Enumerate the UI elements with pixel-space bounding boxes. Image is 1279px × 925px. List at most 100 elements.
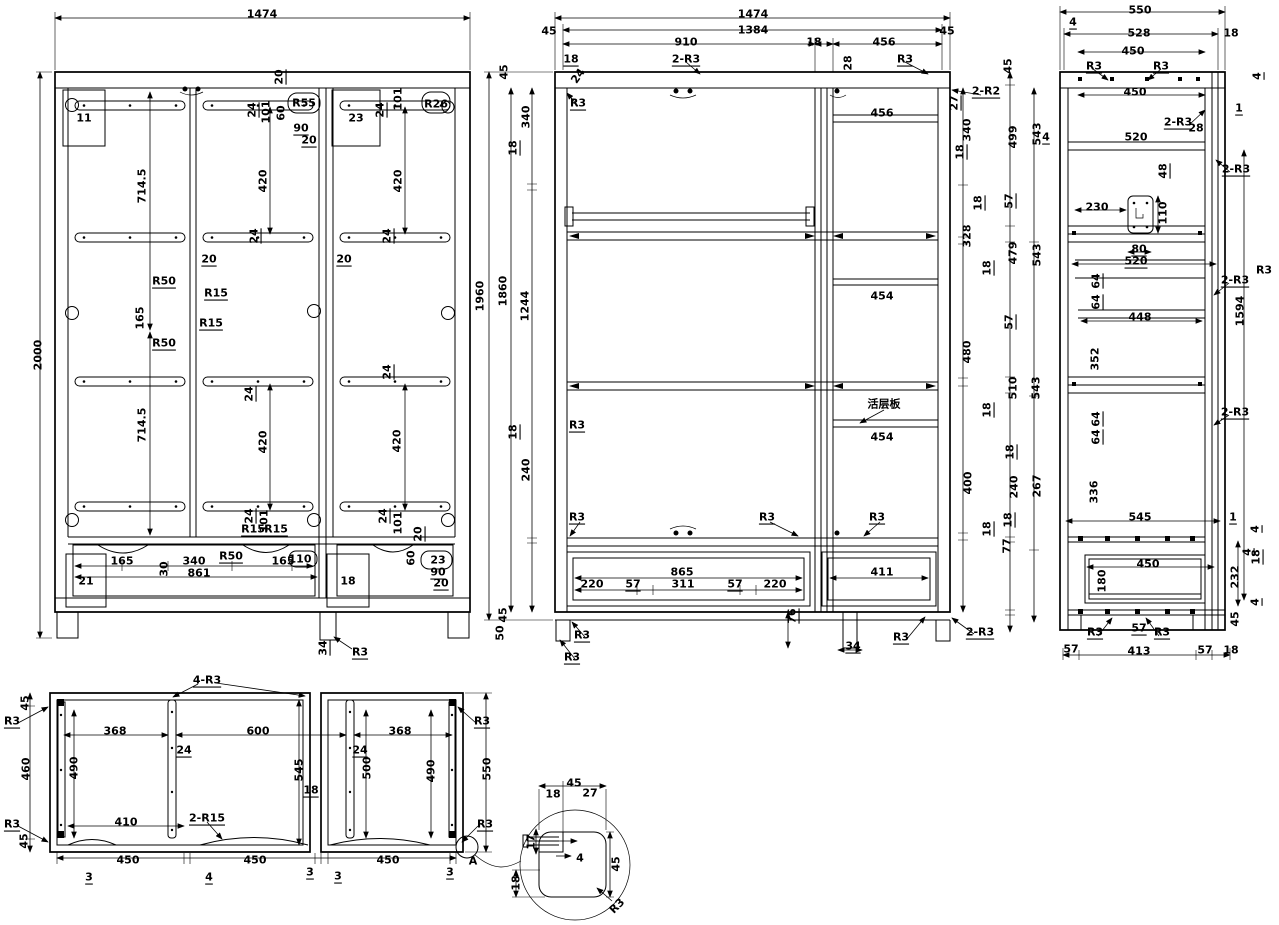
front_view-label: 420 [391,429,404,452]
part-number-box [65,553,107,608]
fixed-shelf-1 [567,231,938,241]
corner-blocks [57,699,456,838]
plan_view-label: 3 [306,866,314,879]
bottom-shelf [567,537,938,547]
side_view-label: 64 [1090,273,1103,289]
plan_view-label: 45 [19,695,32,710]
side_view-label: 450 [1124,86,1147,99]
front_view-label: 20 [433,577,449,590]
side_view-label: 57 [1063,643,1078,656]
front_view-label: 420 [392,169,405,192]
plan_view-label: 3 [334,870,342,883]
side_view-label: 4 [1251,72,1264,80]
scallop-cutouts [67,837,431,846]
detail-circle [519,809,631,921]
internal_view-label: 18 [507,140,520,155]
side_view-label: 57 [1131,622,1146,635]
side_view-label: 80 [1131,243,1147,256]
internal_view-label: 340 [520,105,533,128]
front_view-label: 420 [257,169,270,192]
front_view-label: R55 [292,97,316,110]
side_view-label: 232 [1229,566,1242,589]
cleat-strip [167,699,177,839]
detail_view-label: 27 [582,787,597,800]
drawer-fronts [72,544,454,597]
side_view-label: 4 [1249,525,1262,533]
side_view-label: 450 [1122,45,1145,58]
side_view-label: 528 [1128,27,1151,40]
internal_view-label: R3 [564,651,580,664]
cleat-dots [59,710,454,832]
shelf-end-arrows [569,233,936,389]
front_view-label: 60 [405,550,418,566]
side-view [1005,6,1247,660]
side_view-label: 545 [1129,511,1152,524]
internal_view-label: 76 [786,608,799,624]
internal_view-label: 1384 [738,24,769,37]
fixed-shelf-2 [567,381,938,391]
internal_view-label: 454 [871,290,894,303]
internal_view-label: 480 [961,340,974,363]
internal_view-label: 活层板 [868,397,902,411]
internal_view-label: R3 [759,511,775,524]
plan_view-label: 600 [247,725,270,738]
side_view-label: 1 [1235,102,1243,115]
front_view-label: R15 [264,523,288,536]
internal_view-label: 45 [498,64,511,79]
internal_view-label: 27 [948,95,961,110]
internal_view-label: 311 [672,578,695,591]
internal_view-label: 57 [625,578,640,591]
plan_view-label: 4-R3 [193,674,221,687]
side_view-label: 18 [1223,27,1238,40]
detail-leader [474,854,522,868]
side_view-label: 2-R3 [1222,163,1250,176]
front_view-label: 24 [243,386,256,402]
side_view-label: 520 [1125,131,1148,144]
internal_view-label: 865 [671,566,694,579]
front_view-label: R50 [219,550,243,563]
front_view-label: 60 [275,105,288,121]
front_view-label: 165 [272,555,295,568]
internal_view-label: 454 [871,431,894,444]
side_view-label: 28 [1188,122,1203,135]
internal_view-label: 18 [563,53,578,66]
front_view-label: 18 [340,575,355,588]
mounting-dots [669,88,847,536]
side_view-label: 230 [1086,201,1109,214]
internal_view-label: R3 [897,53,913,66]
plan_view-label: 18 [303,784,318,797]
front_view-label: 110 [289,553,312,566]
part-number-box [62,89,106,147]
plan_view-label: 4 [205,871,213,884]
front_view-label: 24 [381,364,394,380]
side_view-label: 64 [1090,294,1103,310]
hanging-rod [572,212,810,221]
front_view-label: 165 [134,307,147,330]
front_view-label: R3 [352,646,368,659]
side_view-label: 543 [1031,244,1044,267]
front_view-label: 714.5 [136,408,149,443]
detail_view-label: 18 [545,788,560,801]
plan_view-label: 3 [446,866,454,879]
side_view-label: 499 [1007,126,1020,149]
side_view-label: 64 [1090,411,1103,427]
detail_view-label: 45 [610,856,623,871]
side_view-label: 18 [1223,644,1238,657]
side_view-label: 448 [1129,311,1152,324]
front_view-label: 101 [392,88,405,111]
drawer-section [1084,554,1206,604]
upper-right-shelf [833,114,938,123]
front_view-label: 1474 [247,8,278,21]
internal_view-label: 45 [497,607,510,622]
cleat-strip [345,699,355,839]
front_view-label: 24 [243,508,256,524]
drawer-box-left [566,551,811,607]
carcass-outline [554,71,951,613]
side_view-label: 413 [1128,645,1151,658]
detail_view-label: 4 [576,852,584,865]
side_view-label: 18 [1004,444,1017,459]
pin-holes [65,98,455,527]
internal_view-label: R3 [574,629,590,642]
plan_view-label: 3 [85,871,93,884]
internal_view-label: 220 [581,578,604,591]
